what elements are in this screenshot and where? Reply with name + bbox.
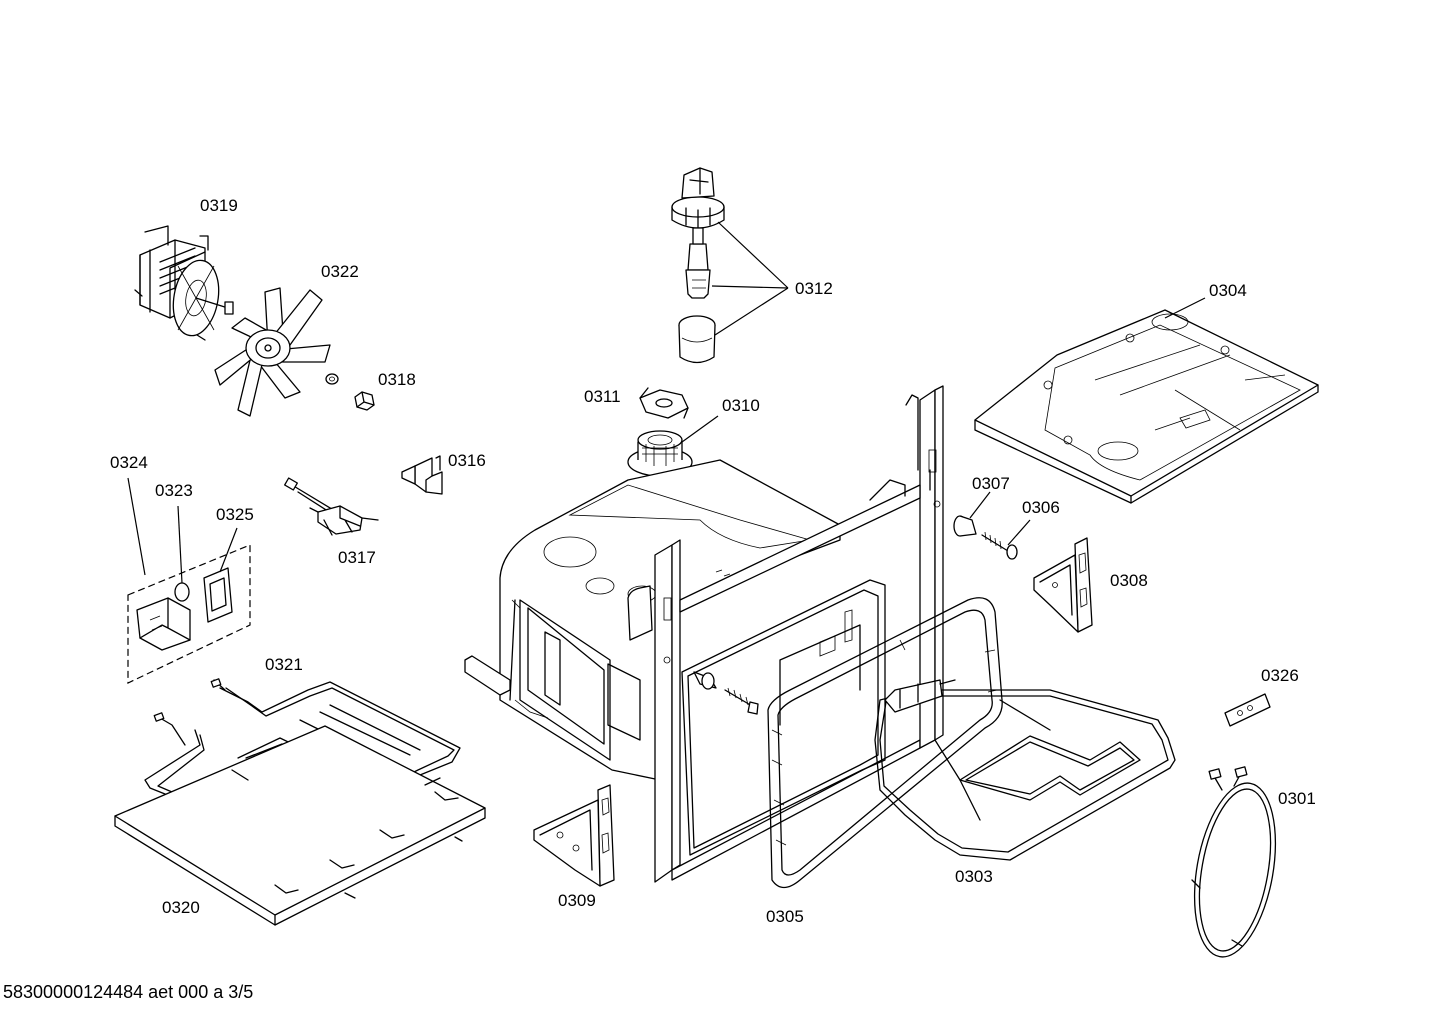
part-inner-screw xyxy=(693,671,759,715)
label-0318: 0318 xyxy=(378,370,416,389)
oven-front-frame xyxy=(627,385,944,883)
label-0309: 0309 xyxy=(558,891,596,910)
part-0305-door-seal xyxy=(767,597,1003,889)
part-0317-temperature-sensor xyxy=(284,477,379,536)
label-0316: 0316 xyxy=(448,451,486,470)
part-0326-plate xyxy=(1224,693,1271,727)
label-0325: 0325 xyxy=(216,505,254,524)
part-0301-ring-heater xyxy=(1191,766,1277,958)
part-0320-tray xyxy=(114,725,486,926)
label-0311: 0311 xyxy=(584,387,621,406)
label-0324: 0324 xyxy=(110,453,148,472)
part-0304-top-cover xyxy=(974,297,1319,504)
label-0306: 0306 xyxy=(1022,498,1060,517)
part-0322-fan-blade xyxy=(214,287,331,417)
label-0301: 0301 xyxy=(1278,789,1316,808)
label-0307: 0307 xyxy=(972,474,1010,493)
part-0324-0325-switch-group xyxy=(127,477,251,684)
label-0303: 0303 xyxy=(955,867,993,886)
part-0318-nut xyxy=(325,373,375,411)
part-0319-fan-motor xyxy=(134,225,234,341)
part-0311-lamp-clip xyxy=(639,387,689,419)
label-0312: 0312 xyxy=(795,279,833,298)
label-0304: 0304 xyxy=(1209,281,1247,300)
label-0310: 0310 xyxy=(722,396,760,415)
label-0321: 0321 xyxy=(265,655,303,674)
part-0316-bracket xyxy=(401,455,443,495)
part-0309-side-bracket xyxy=(533,784,615,887)
label-0305: 0305 xyxy=(766,907,804,926)
label-0308: 0308 xyxy=(1110,571,1148,590)
part-0306-screw xyxy=(981,519,1031,560)
label-0319: 0319 xyxy=(200,196,238,215)
part-0307-cap xyxy=(953,491,991,537)
part-0308-side-bracket xyxy=(1033,537,1093,633)
label-0322: 0322 xyxy=(321,262,359,281)
oven-cavity xyxy=(464,459,841,781)
part-0312-oven-lamp xyxy=(671,167,789,364)
drawing-reference-number: 58300000124484 aet 000 a 3/5 xyxy=(3,982,254,1002)
label-0326: 0326 xyxy=(1261,666,1299,685)
label-0323: 0323 xyxy=(155,481,193,500)
part-0303-bottom-heater xyxy=(874,679,1176,861)
label-0317: 0317 xyxy=(338,548,376,567)
label-0320: 0320 xyxy=(162,898,200,917)
